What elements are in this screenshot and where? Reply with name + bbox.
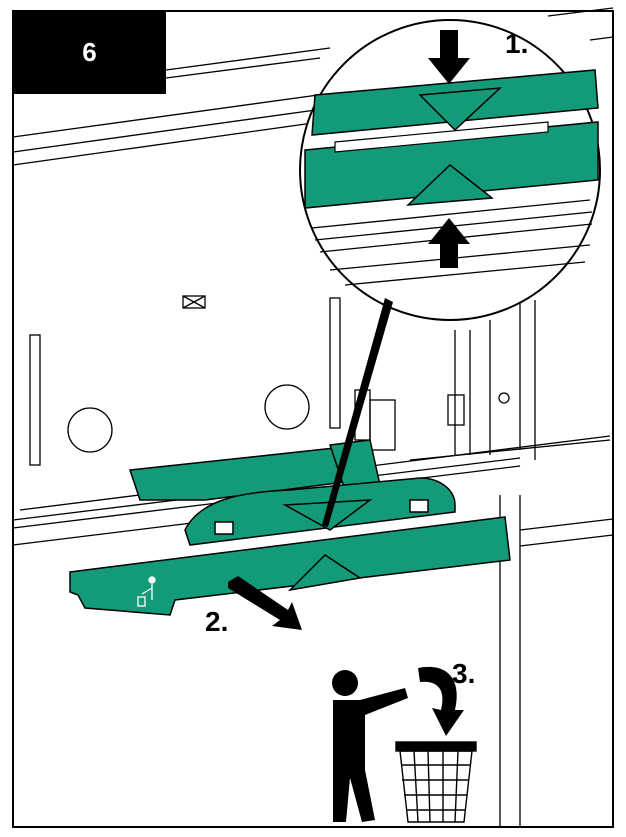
label-step-2: 2. [205, 606, 229, 637]
appliance-background [12, 7, 614, 827]
up-arrow-icon [428, 218, 470, 268]
pull-arrow-icon [228, 576, 302, 630]
curved-arrow-icon [418, 666, 464, 736]
person-icon [332, 670, 408, 822]
step-number-box: 6 [13, 11, 166, 94]
trash-person-icon [137, 576, 156, 607]
label-step-3: 3. [452, 658, 476, 689]
wastebasket-icon [395, 741, 477, 823]
magnifier-circle [299, 19, 601, 321]
down-arrow-icon [428, 30, 470, 84]
green-clip-part [69, 439, 511, 616]
outer-frame [12, 10, 614, 828]
step-number: 6 [82, 37, 97, 67]
label-step-1: 1. [505, 28, 529, 59]
pointer-line [322, 298, 393, 527]
